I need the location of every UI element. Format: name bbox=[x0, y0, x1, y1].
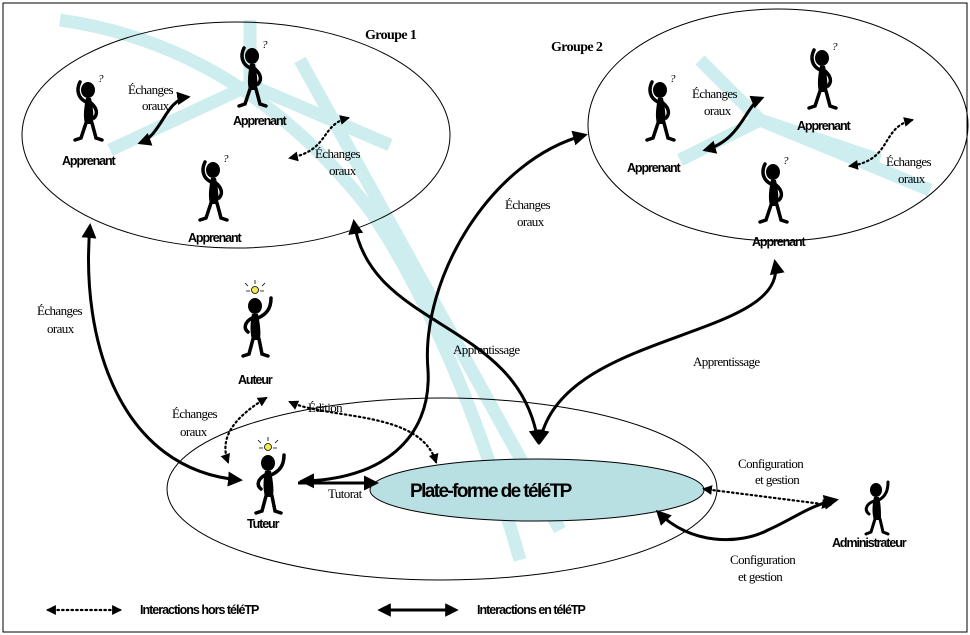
dotted-arrow-icon bbox=[220, 396, 268, 464]
config-label: Configuration bbox=[738, 456, 804, 471]
echanges-label: oraux bbox=[898, 171, 926, 186]
config-label: Configuration bbox=[730, 552, 796, 567]
apprenant-label: Apprenant bbox=[627, 161, 682, 175]
echanges-label: Échanges bbox=[37, 303, 83, 318]
config-label: et gestion bbox=[755, 472, 800, 487]
echanges-label: oraux bbox=[704, 103, 732, 118]
dotted-arrow-icon bbox=[848, 117, 914, 170]
echanges-label: Échanges bbox=[315, 146, 361, 161]
echanges-label: oraux bbox=[517, 214, 545, 229]
edition-label: Édition bbox=[308, 400, 343, 415]
group2-title: Groupe 2 bbox=[551, 40, 603, 55]
echanges-label: oraux bbox=[180, 424, 208, 439]
echanges-label: Échanges bbox=[128, 82, 174, 97]
tuteur-label: Tuteur bbox=[247, 517, 280, 531]
dotted-arrow-icon bbox=[288, 400, 439, 464]
group1-title: Groupe 1 bbox=[365, 28, 417, 43]
solid-arrow-icon bbox=[137, 91, 191, 146]
apprenant-label: Apprenant bbox=[233, 114, 288, 128]
echanges-label: Échanges bbox=[886, 154, 932, 169]
apprenant-label: Apprenant bbox=[62, 154, 117, 168]
apprentissage-label: Apprentissage bbox=[693, 354, 760, 369]
apprenant-label: Apprenant bbox=[797, 119, 852, 133]
dotted-arrow-icon bbox=[702, 485, 832, 509]
administrateur-label: Administrateur bbox=[832, 536, 907, 550]
group2-tutor-arrow bbox=[299, 130, 588, 489]
echanges-label: oraux bbox=[47, 321, 75, 336]
auteur-label: Auteur bbox=[238, 373, 273, 387]
solid-arrow-icon bbox=[702, 95, 765, 154]
echanges-label: oraux bbox=[329, 163, 357, 178]
echanges-label: Échanges bbox=[505, 197, 551, 212]
apprentissage-label: Apprentissage bbox=[453, 342, 520, 357]
echanges-label: Échanges bbox=[172, 406, 218, 421]
group2-platform-arrow bbox=[534, 259, 785, 445]
config-label: et gestion bbox=[738, 569, 783, 584]
legend: Interactions hors téléTP Interactions en… bbox=[46, 603, 587, 617]
echanges-label: Échanges bbox=[692, 86, 738, 101]
tutorat-label: Tutorat bbox=[328, 486, 363, 501]
group2-ellipse bbox=[587, 8, 969, 242]
apprenant-label: Apprenant bbox=[752, 235, 807, 249]
echanges-label: oraux bbox=[142, 98, 170, 113]
apprenant-label: Apprenant bbox=[188, 231, 243, 245]
legend-offline-label: Interactions hors téléTP bbox=[140, 603, 259, 617]
platform-label: Plate-forme de téléTP bbox=[410, 481, 573, 502]
learner-tutor-arrow bbox=[81, 223, 243, 487]
legend-online-label: Interactions en téléTP bbox=[477, 603, 586, 617]
